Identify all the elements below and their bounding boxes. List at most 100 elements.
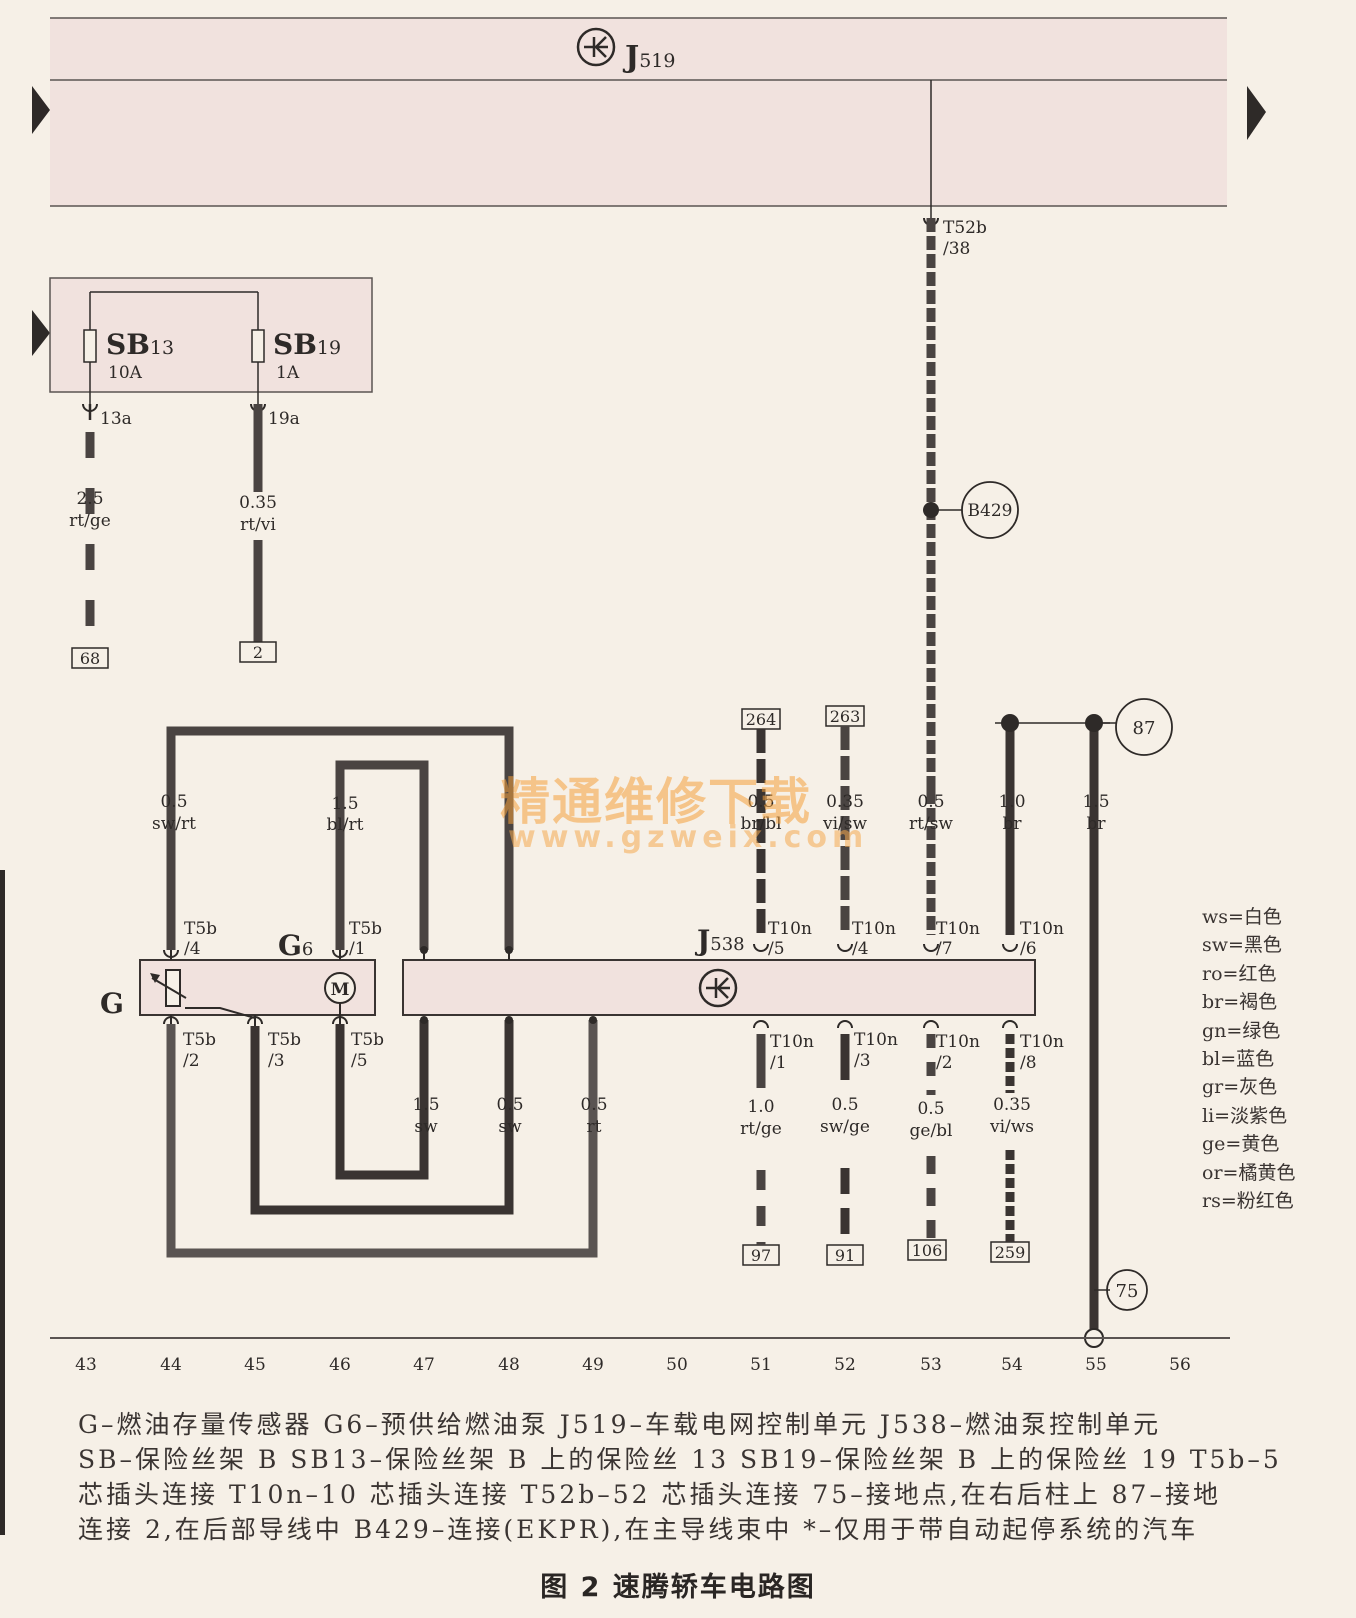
svg-text:T10n: T10n [1020,919,1064,939]
ecu-symbol-icon [698,968,738,1008]
wire-color: rt/ge [69,511,111,531]
svg-text:55: 55 [1085,1355,1107,1375]
wire-size: 1.0 [998,792,1025,812]
legend-item: or=橘黄色 [1202,1161,1296,1184]
wire-color: vi/sw [822,814,867,834]
svg-text:/4: /4 [184,939,201,959]
legend-item: ro=红色 [1202,962,1277,985]
svg-text:48: 48 [498,1355,520,1375]
pin-markers [163,943,1018,1029]
svg-text:54: 54 [1001,1355,1023,1375]
svg-text:47: 47 [413,1355,435,1375]
svg-text:0.35: 0.35 [993,1095,1031,1115]
wire-size: 0.5 [160,792,187,812]
svg-text:T5b: T5b [183,1030,216,1050]
wire-color: br [1086,814,1106,834]
fuse-icon [83,329,97,363]
svg-text:M: M [331,980,350,1000]
legend-item: li=淡紫色 [1202,1104,1288,1127]
wire-labels-bottom: 1.5 sw 0.5 sw 0.5 rt 1.0 rt/ge 0.5 sw/ge… [412,1095,1034,1141]
svg-text:T10n: T10n [854,1030,898,1050]
connector-13a: 13a [100,409,132,429]
legend-item: rs=粉红色 [1202,1190,1294,1213]
svg-text:1.5: 1.5 [412,1095,439,1115]
j538-label: J538 [694,924,745,957]
svg-text:51: 51 [750,1355,772,1375]
svg-text:/3: /3 [268,1051,285,1071]
svg-text:44: 44 [160,1355,182,1375]
svg-text:0.5: 0.5 [917,1099,944,1119]
legend-item: gn=绿色 [1202,1019,1281,1042]
svg-text:sw: sw [414,1117,438,1137]
left-arrow-icon [32,86,50,134]
svg-text:sw: sw [498,1117,522,1137]
svg-text:T10n: T10n [768,919,812,939]
t52b-38-wire: T52b /38 B429 [923,206,1019,790]
svg-text:0.5: 0.5 [496,1095,523,1115]
wire-color: sw/rt [152,814,196,834]
ref-97: 97 [751,1246,771,1265]
j519-label: J519 [622,40,675,75]
svg-text:T10n: T10n [936,919,980,939]
watermark-url: www.gzweix.com [508,820,869,855]
caption-line: SB–保险丝架 B SB13–保险丝架 B 上的保险丝 13 SB19–保险丝架… [78,1445,1282,1474]
legend-item: bl=蓝色 [1202,1048,1275,1071]
svg-text:T10n: T10n [1020,1032,1064,1052]
svg-text:T5b: T5b [349,919,382,939]
svg-text:/2: /2 [183,1051,200,1071]
wire-size: 1.5 [1082,792,1109,812]
caption-line: 芯插头连接 T10n–10 芯插头连接 T52b–52 芯插头连接 75–接地点… [78,1480,1221,1509]
column-ruler: 43 44 45 46 47 48 49 50 51 52 53 54 55 5… [75,1355,1191,1375]
svg-text:/4: /4 [852,939,869,959]
sb13-label: SB13 [106,328,174,361]
wire-size: 0.35 [239,493,277,513]
legend-item: gr=灰色 [1202,1076,1278,1099]
right-arrow-icon [1247,86,1266,140]
svg-text:43: 43 [75,1355,97,1375]
wire-size: 0.5 [917,792,944,812]
svg-text:sw/ge: sw/ge [820,1117,870,1137]
svg-text:T5b: T5b [268,1030,301,1050]
svg-text:87: 87 [1133,718,1156,739]
svg-text:46: 46 [329,1355,351,1375]
wire-color: bl/rt [326,815,363,835]
wire-size: 1.5 [331,794,358,814]
connector-t52b: T52b [943,218,987,238]
g-j538-loops [166,726,598,1258]
svg-text:T5b: T5b [184,919,217,939]
ref-263: 263 [830,707,861,726]
svg-text:/8: /8 [1020,1053,1037,1073]
svg-text:/3: /3 [854,1051,871,1071]
svg-text:/1: /1 [349,939,366,959]
ref-91: 91 [835,1246,855,1265]
svg-text:/2: /2 [936,1053,953,1073]
svg-text:45: 45 [244,1355,266,1375]
watermark-text: 精通维修下载 [500,773,812,831]
j538-bottom-wires [756,1034,1015,1245]
reference-boxes: 68 2 264 263 97 91 106 259 [71,641,1030,1266]
node-b429 [961,481,1019,539]
svg-text:50: 50 [666,1355,688,1375]
svg-text:T10n: T10n [936,1032,980,1052]
svg-text:75: 75 [1116,1281,1139,1302]
svg-text:rt: rt [587,1117,602,1137]
ref-68: 68 [80,649,100,668]
g-label: G [100,987,124,1020]
g-fuel-sensor-module: G G6 M [100,929,376,1026]
g6-label: G6 [278,929,313,962]
legend-item: ge=黄色 [1202,1133,1280,1156]
svg-text:0.5: 0.5 [831,1095,858,1115]
svg-text:53: 53 [920,1355,942,1375]
svg-text:T10n: T10n [852,919,896,939]
svg-text:vi/ws: vi/ws [989,1117,1034,1137]
svg-text:/1: /1 [770,1053,787,1073]
legend-item: ws=白色 [1202,906,1282,928]
svg-text:B429: B429 [968,501,1013,521]
fuse-holder-sb: SB13 10A SB19 1A [49,277,373,404]
ref-264: 264 [746,710,777,729]
wire-labels-top: 0.5 sw/rt 1.5 bl/rt 0.5 br/bl 0.35 vi/sw… [152,792,1110,835]
ecu-symbol-icon [576,27,616,67]
connector-labels: T5b /4 T5b /1 T5b /2 T5b /3 T5b /5 T10n … [183,919,1064,1073]
figure-title: 图 2 速腾轿车电路图 [540,1572,816,1603]
